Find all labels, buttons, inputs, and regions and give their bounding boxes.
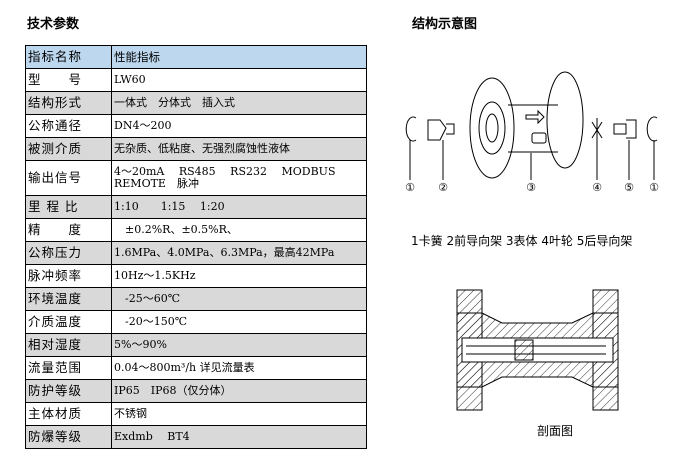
front-guide-icon: [427, 119, 455, 141]
marker-1b: ①: [649, 181, 659, 194]
label-cell: 主体材质: [25, 402, 112, 426]
section-caption: 剖面图: [537, 424, 574, 438]
value-cell: 不锈钢: [111, 402, 367, 426]
value-cell: 1.6MPa、4.0MPa、6.3MPa，最高42MPa: [111, 241, 367, 265]
label-cell: 相对湿度: [25, 333, 112, 357]
label-cell: 防爆等级: [25, 425, 112, 449]
table-row: 环境温度 -25～60℃: [25, 287, 367, 311]
diagram-title: 结构示意图: [412, 17, 478, 32]
value-cell: DN4～200: [111, 114, 367, 138]
impeller-icon: [591, 118, 603, 140]
marker-2: ②: [438, 181, 448, 194]
marker-5: ⑤: [624, 181, 634, 194]
value-cell: 1:10 1:15 1:20: [111, 195, 367, 219]
marker-4: ④: [592, 181, 602, 194]
parts-legend: 1卡簧 2前导向架 3表体 4叶轮 5后导向架: [411, 234, 633, 248]
table-row: 介质温度 -20～150℃: [25, 310, 367, 334]
value-cell: LW60: [111, 68, 367, 92]
label-cell: 里 程 比: [25, 195, 112, 219]
value-cell: 10Hz～1.5KHz: [111, 264, 367, 288]
value-cell: -25～60℃: [111, 287, 367, 311]
table-row: 主体材质不锈钢: [25, 402, 367, 426]
value-cell: ±0.2%R、±0.5%R、: [111, 218, 367, 242]
meter-body-icon: [469, 71, 584, 179]
circlip-icon: [646, 116, 658, 142]
marker-3: ③: [526, 181, 536, 194]
section-view-icon: [456, 289, 619, 411]
value-cell: 5%～90%: [111, 333, 367, 357]
label-cell: 公称压力: [25, 241, 112, 265]
value-cell: -20～150℃: [111, 310, 367, 334]
label-cell: 型 号: [25, 68, 112, 92]
label-cell: 脉冲频率: [25, 264, 112, 288]
label-cell: 结构形式: [25, 91, 112, 115]
circlip-icon: [405, 116, 417, 142]
label-cell: 流量范围: [25, 356, 112, 380]
value-cell: 0.04～800m³/h 详见流量表: [111, 356, 367, 380]
marker-1: ①: [405, 181, 415, 194]
label-cell: 输出信号: [25, 160, 112, 196]
value-cell: 4～20mA RS485 RS232 MODBUS REMOTE 脉冲: [111, 160, 367, 196]
rear-guide-icon: [613, 119, 637, 139]
spec-title: 技术参数: [27, 17, 80, 32]
label-cell: 介质温度: [25, 310, 112, 334]
label-cell: 环境温度: [25, 287, 112, 311]
value-cell: Exdmb BT4: [111, 425, 367, 449]
header-cell: 指标名称: [25, 45, 112, 69]
value-cell: IP65 IP68（仅分体）: [111, 379, 367, 403]
